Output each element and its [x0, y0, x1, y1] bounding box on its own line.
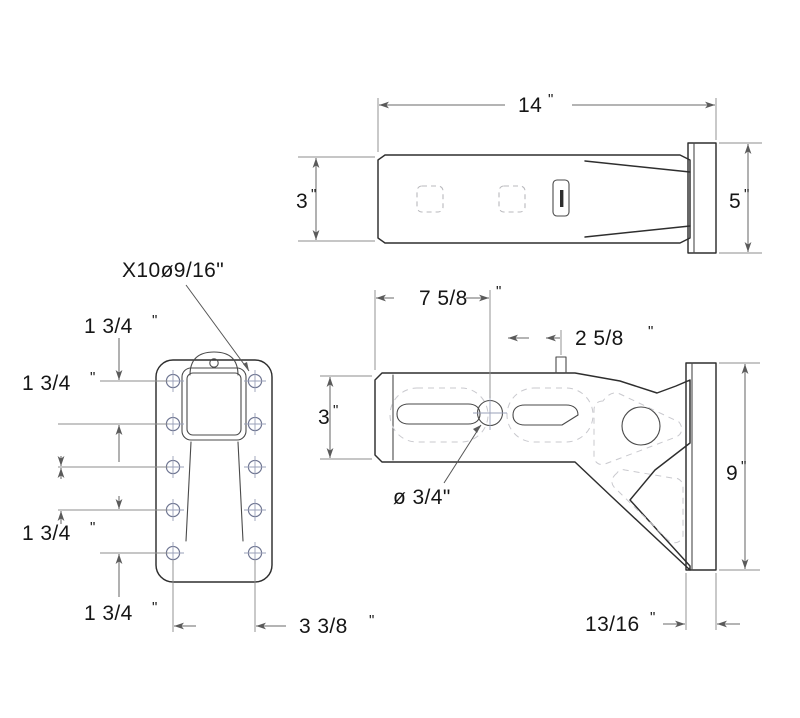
dim-label-13-16: 13/16 [585, 613, 640, 636]
dim-inch-mark-9: " [741, 458, 746, 475]
bolt-hole-pattern [162, 370, 266, 564]
dim-label-5: 5 [729, 190, 741, 213]
top-view-dimensions: 14 " 3 " 5 " [296, 91, 762, 254]
dim-inch-mark-2-5-8: " [648, 323, 653, 340]
dim-label-2-5-8: 2 5/8 [575, 327, 624, 350]
dim-label-1-3-4-a: 1 3/4 [84, 315, 133, 338]
dim-inch-mark-3-top: " [311, 186, 316, 203]
dim-label-3-side: 3 [318, 406, 330, 429]
dim-label-14: 14 [518, 94, 542, 117]
dim-inch-mark-14: " [548, 91, 553, 108]
dim-inch-mark-5: " [744, 186, 749, 203]
dim-inch-mark-3-3-8: " [369, 612, 374, 629]
bolt-hole [244, 370, 266, 392]
bolt-hole [162, 370, 184, 392]
dim-inch-mark-3-side: " [333, 402, 338, 419]
dim-label-1-3-4-c: 1 3/4 [22, 522, 71, 545]
front-view-geometry [155, 351, 273, 583]
side-view-dimensions: 7 5/8 " 2 5/8 " 3 " ø 3/4" 9 " [318, 283, 760, 636]
front-view-dimensions: X10ø9/16" 1 3/4 " 1 3/4 " 1 3/4 " [22, 259, 374, 638]
dim-inch-mark-7-5-8: " [496, 283, 501, 300]
dim-label-9: 9 [726, 462, 738, 485]
dim-label-1-3-4-b: 1 3/4 [22, 372, 71, 395]
dim-label-3-top: 3 [296, 190, 308, 213]
dim-label-3-3-8: 3 3/8 [299, 615, 348, 638]
dim-inch-mark-13-16: " [650, 609, 655, 626]
bolt-hole [244, 499, 266, 521]
dim-inch-mark-a: " [152, 312, 157, 329]
callout-bolt-holes: X10ø9/16" [122, 259, 224, 282]
dim-label-1-3-4-d: 1 3/4 [84, 602, 133, 625]
callout-pin-hole: ø 3/4" [393, 486, 451, 509]
bolt-hole [162, 499, 184, 521]
dim-label-7-5-8: 7 5/8 [419, 287, 468, 310]
bolt-hole [244, 413, 266, 435]
top-view-geometry [377, 142, 717, 254]
dim-inch-mark-d: " [152, 599, 157, 616]
dim-inch-mark-c: " [90, 519, 95, 536]
side-view-geometry [374, 356, 717, 571]
bolt-hole [244, 456, 266, 478]
dim-inch-mark-b: " [90, 369, 95, 386]
